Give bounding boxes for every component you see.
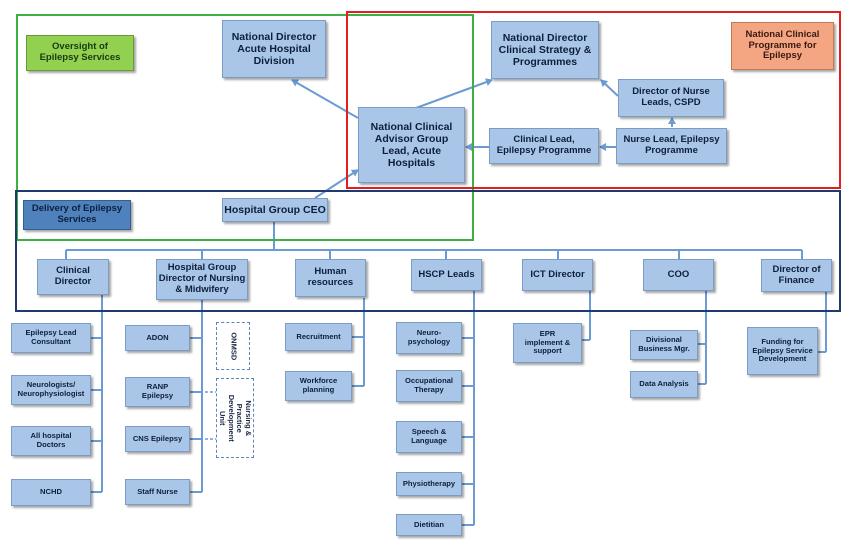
leaf-epr: EPR implement & support (513, 323, 582, 363)
leaf-data-analysis: Data Analysis (630, 371, 698, 398)
legend-oversight: Oversight of Epilepsy Services (26, 35, 134, 71)
leaf-epilepsy-lead: Epilepsy Lead Consultant (11, 323, 91, 353)
arrow-dir-nurse-to-nd-clinical (600, 79, 619, 97)
node-nd-acute: National Director Acute Hospital Divisio… (222, 20, 326, 78)
leaf-recruitment: Recruitment (285, 323, 352, 351)
legend-delivery: Delivery of Epilepsy Services (23, 200, 131, 230)
leaf-neurologists: Neurologists/ Neurophysiologist (11, 375, 91, 405)
leaf-physio: Physiotherapy (396, 472, 462, 496)
leaf-nchd: NCHD (11, 479, 91, 506)
leaf-all-doctors: All hospital Doctors (11, 426, 91, 456)
label-onmsd: ONMSD (216, 322, 250, 370)
node-hscp-leads: HSCP Leads (411, 259, 482, 291)
node-dir-finance: Director of Finance (761, 259, 832, 292)
node-clinical-lead: Clinical Lead, Epilepsy Programme (489, 128, 599, 164)
leaf-ranp: RANP Epilepsy (125, 377, 190, 407)
leaf-funding: Funding for Epilepsy Service Development (747, 327, 818, 375)
leaf-staff-nurse: Staff Nurse (125, 479, 190, 505)
node-hg-ceo: Hospital Group CEO (222, 198, 328, 222)
delivery-frame (15, 190, 841, 312)
node-ict-director: ICT Director (522, 259, 593, 291)
leaf-adon: ADON (125, 325, 190, 351)
arrow-ncag-to-nd-clinical (415, 78, 493, 109)
node-nurse-lead: Nurse Lead, Epilepsy Programme (616, 128, 727, 164)
leaf-div-business: Divisional Business Mgr. (630, 330, 698, 360)
leaf-cns: CNS Epilepsy (125, 426, 190, 452)
node-ncag: National Clinical Advisor Group Lead, Ac… (358, 107, 465, 183)
leaf-neuropsych: Neuro- psychology (396, 322, 462, 354)
arrow-ceo-to-ncag (314, 169, 359, 199)
node-hg-nursing: Hospital Group Director of Nursing & Mid… (156, 259, 248, 300)
leaf-speech: Speech & Language (396, 421, 462, 453)
leaf-dietitian: Dietitian (396, 514, 462, 536)
node-nd-clinical: National Director Clinical Strategy & Pr… (491, 21, 599, 79)
node-human-resources: Human resources (295, 259, 366, 297)
node-dir-nurse-leads: Director of Nurse Leads, CSPD (618, 79, 724, 117)
node-coo: COO (643, 259, 714, 291)
leaf-workforce: Workforce planning (285, 371, 352, 401)
clinical-programme-frame (346, 11, 841, 189)
label-npdu: Nursing & Practice Development Unit (216, 378, 254, 458)
node-clinical-director: Clinical Director (37, 259, 109, 295)
oversight-frame (16, 14, 474, 241)
legend-clinical-programme: National Clinical Programme for Epilepsy (731, 22, 834, 70)
leaf-occ-therapy: Occupational Therapy (396, 370, 462, 402)
